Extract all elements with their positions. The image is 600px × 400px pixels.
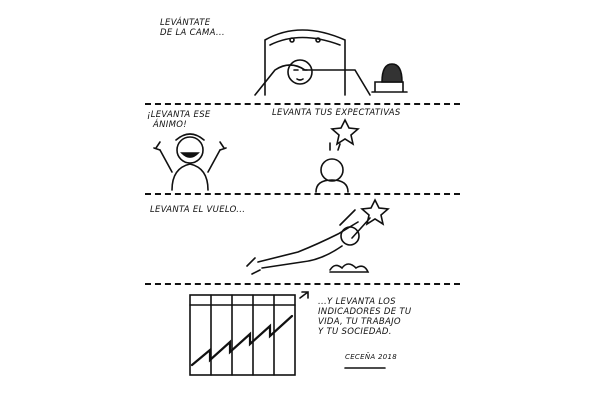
- flying-person-illustration: [246, 198, 390, 275]
- caption-raise-indicators: ...Y LEVANTA LOS INDICADORES DE TU VIDA,…: [318, 297, 412, 337]
- panel-divider: [145, 193, 460, 195]
- caption-raise-spirits: ¡LEVANTA ESE ÁNIMO!: [147, 110, 211, 130]
- indicators-chart-illustration: [189, 291, 386, 376]
- caption-raise-expectations: LEVANTA TUS EXPECTATIVAS: [272, 108, 401, 118]
- cheering-person-illustration: [153, 133, 227, 191]
- person-in-bed-illustration: [254, 29, 408, 96]
- caption-get-out-of-bed: LEVÁNTATE DE LA CAMA...: [160, 18, 225, 38]
- star-expectations-illustration: [315, 118, 360, 193]
- caption-take-flight: LEVANTA EL VUELO...: [150, 205, 246, 215]
- panel-divider: [145, 103, 460, 105]
- signature: CECEÑA 2018: [345, 353, 397, 361]
- panel-divider: [145, 283, 460, 285]
